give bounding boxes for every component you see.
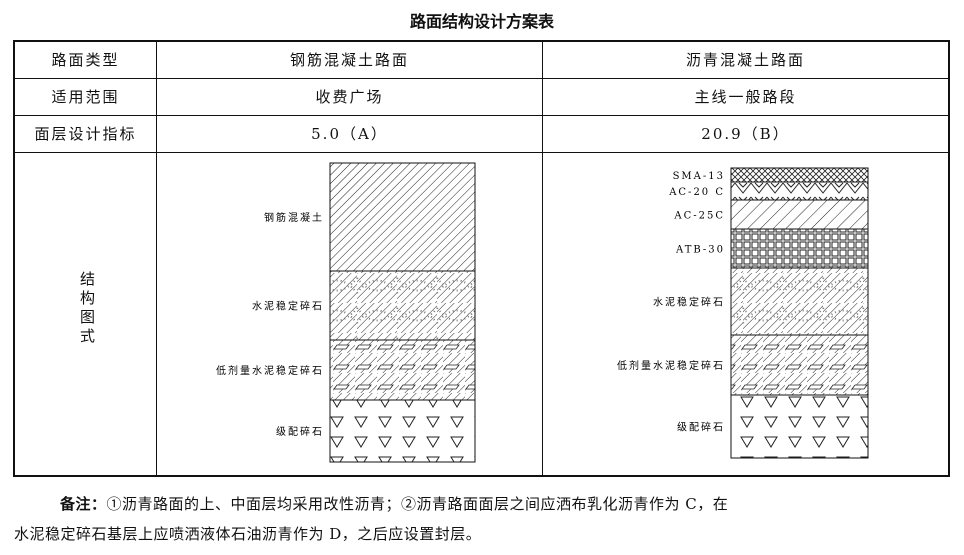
- pavement-design-table: 路面类型 钢筋混凝土路面 沥青混凝土路面 适用范围 收费广场 主线一般路段 面层…: [13, 40, 950, 477]
- table-row: 适用范围 收费广场 主线一般路段: [13, 77, 950, 116]
- layer-block: [730, 394, 869, 458]
- note-label: 备注：: [60, 495, 107, 513]
- table-cell: 5.0（A）: [156, 114, 543, 153]
- layer-block: [329, 162, 476, 271]
- layer-label: 低剂量水泥稳定碎石: [617, 359, 725, 372]
- table-cell: 20.9（B）: [542, 114, 950, 153]
- table-header-row: 路面类型 钢筋混凝土路面 沥青混凝土路面: [13, 40, 950, 79]
- layer-block: [730, 199, 869, 229]
- diagram-label-cell: 结构图式: [13, 151, 157, 476]
- layer-block: [730, 167, 869, 182]
- note-line-1: ①沥青路面的上、中面层均采用改性沥青；②沥青路面面层之间应洒布乳化沥青作为 C，…: [106, 495, 729, 513]
- diagram-row-label: 结构图式: [78, 270, 96, 347]
- layer-label: AC-25C: [673, 210, 725, 221]
- layer-block: [329, 339, 476, 400]
- header-cell: 路面类型: [13, 40, 157, 79]
- layer-label: 水泥稳定碎石: [653, 295, 725, 308]
- layer-label: ATB-30: [675, 244, 725, 255]
- layer-block: [329, 270, 476, 340]
- layer-block: [730, 228, 869, 268]
- table-row: 面层设计指标 5.0（A） 20.9（B）: [13, 114, 950, 153]
- page-title: 路面结构设计方案表: [409, 12, 554, 31]
- table-cell: 适用范围: [13, 77, 157, 116]
- layer-block: [730, 334, 869, 395]
- layer-label: 低剂量水泥稳定碎石: [216, 364, 324, 377]
- table-cell: 收费广场: [156, 77, 543, 116]
- header-cell: 沥青混凝土路面: [542, 40, 950, 79]
- layer-block: [730, 267, 869, 335]
- table-cell: 面层设计指标: [13, 114, 157, 153]
- layer-label: 钢筋混凝土: [264, 211, 324, 224]
- layer-block: [730, 181, 869, 200]
- left-diagram-cell: 钢筋混凝土水泥稳定碎石低剂量水泥稳定碎石级配碎石: [156, 151, 543, 476]
- layer-label: SMA-13: [673, 171, 725, 182]
- header-cell: 钢筋混凝土路面: [156, 40, 543, 79]
- layer-label: AC-20 C: [668, 187, 725, 198]
- layer-label: 级配碎石: [276, 425, 324, 438]
- table-cell: 主线一般路段: [542, 77, 950, 116]
- layer-label: 水泥稳定碎石: [252, 299, 324, 312]
- note-line-2: 水泥稳定碎石基层上应喷洒液体石油沥青作为 D，之后应设置封层。: [14, 525, 482, 543]
- layer-label: 级配碎石: [677, 420, 725, 433]
- layer-block: [329, 399, 476, 462]
